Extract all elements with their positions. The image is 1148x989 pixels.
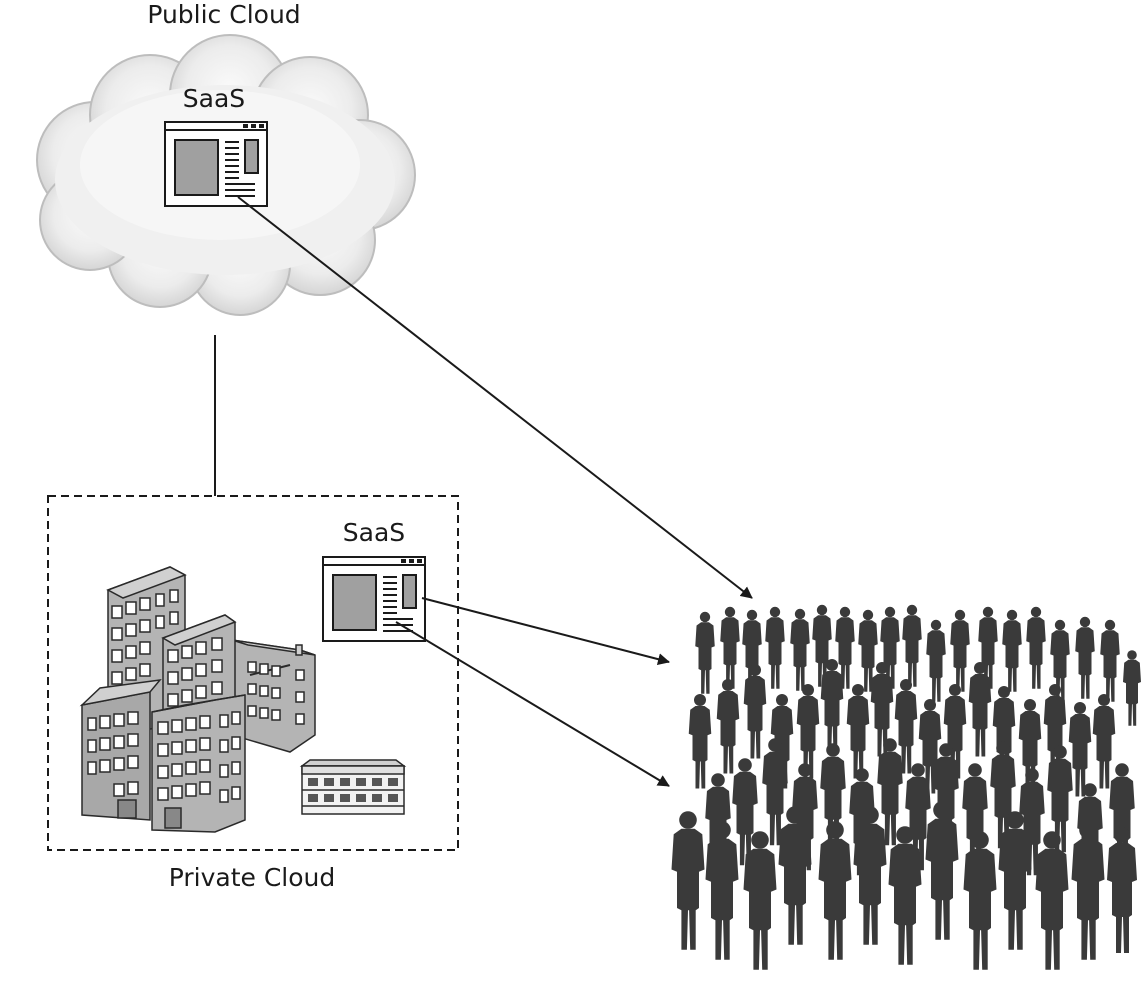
office-buildings-icon [79,566,316,833]
public-saas-app-window-icon [164,121,268,207]
private-cloud-boundary [47,495,459,851]
public-saas-to-users-arrow [237,196,753,599]
crowd-of-people-icon [671,604,1141,970]
public-saas-label: SaaS [183,84,245,113]
private-saas-app-window-icon [322,556,426,642]
private-cloud-label: Private Cloud [169,863,336,892]
private-saas-label: SaaS [343,518,405,547]
private-saas-to-users-arrow-2 [395,621,670,787]
server-rack-icon [299,759,407,815]
private-saas-to-users-arrow-1 [421,597,670,666]
public-cloud-label: Public Cloud [147,0,300,29]
